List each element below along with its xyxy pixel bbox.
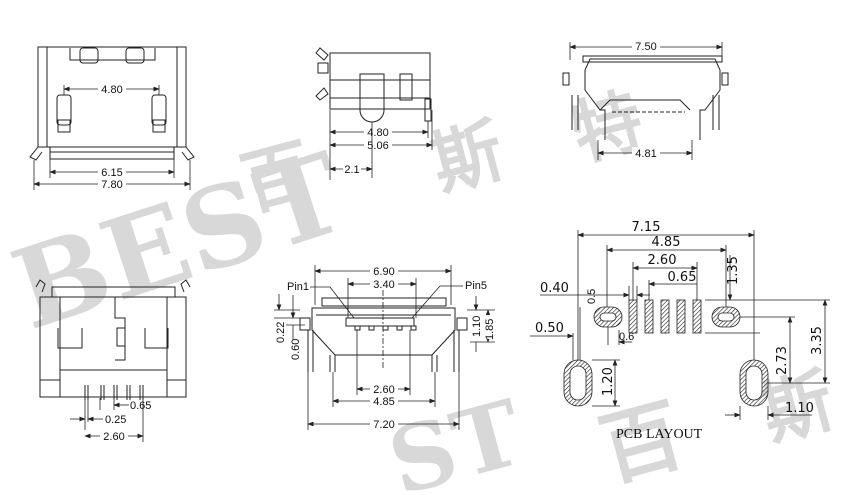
pcb-dim-overall: 7.15 xyxy=(632,220,661,235)
watermark-cjk-2: 斯 xyxy=(423,108,512,206)
pcb-dim-pad-width: 0.40 xyxy=(540,281,569,296)
pin5-label: Pin5 xyxy=(465,280,487,292)
dim-side-a: 4.80 xyxy=(367,127,388,139)
dim-side-c: 2.1 xyxy=(344,164,359,176)
dim-detail-overall-top: 6.90 xyxy=(373,266,394,278)
dim-side-b: 5.06 xyxy=(367,140,388,152)
watermark-st: ST xyxy=(378,380,533,495)
dim-front-legs: 4.81 xyxy=(635,148,656,160)
dim-inner-width: 6.15 xyxy=(101,167,122,179)
dim-bottom-pin-width: 0.25 xyxy=(105,414,126,426)
dim-detail-h1: 0.22 xyxy=(275,322,287,343)
watermark-cjk-3: 特 xyxy=(563,78,652,176)
dim-inner-pins: 4.80 xyxy=(101,84,122,96)
pcb-dim-pitch: 0.65 xyxy=(668,270,697,285)
pcb-layout-title: PCB LAYOUT xyxy=(616,427,703,442)
pcb-dim-pad-span: 2.60 xyxy=(648,253,677,268)
front-detail-view: 6.90 3.40 Pin1 Pin5 0.22 0.60 1.10 1.85 … xyxy=(274,265,496,431)
dim-front-overall: 7.50 xyxy=(635,41,656,53)
dim-detail-h2: 0.60 xyxy=(290,339,302,360)
dim-overall-width: 7.80 xyxy=(101,179,122,191)
pins xyxy=(84,385,144,400)
slots xyxy=(563,306,769,407)
pcb-dim-slot-width: 1.10 xyxy=(785,401,814,416)
pin1-label: Pin1 xyxy=(287,281,309,293)
pcb-dim-slot-span: 4.85 xyxy=(652,235,681,250)
pcb-dim-small-06: 0.6 xyxy=(619,331,634,343)
dim-bottom-span: 2.60 xyxy=(103,431,124,443)
pcb-dim-slot-offset: 0.50 xyxy=(535,321,564,336)
pcb-layout: 7.15 4.85 2.60 0.65 0.40 1.35 0.50 0.5 0… xyxy=(530,220,830,442)
top-view: 4.80 6.15 7.80 xyxy=(29,46,195,191)
front-view: 7.50 4.81 xyxy=(562,40,729,160)
pads xyxy=(628,299,702,334)
contacts xyxy=(354,325,417,331)
dim-detail-h3: 1.10 xyxy=(471,316,483,337)
side-view: 4.80 5.06 2.1 xyxy=(315,47,433,180)
pcb-dim-small-05: 0.5 xyxy=(586,289,598,304)
dim-detail-h4: 1.85 xyxy=(484,319,496,340)
dim-detail-pin-span-top: 3.40 xyxy=(373,279,394,291)
dim-bottom-pitch: 0.65 xyxy=(130,400,151,412)
pcb-dim-slot-height: 1.20 xyxy=(601,367,616,396)
dim-detail-legs: 4.85 xyxy=(373,396,394,408)
pcb-dim-v-273: 2.73 xyxy=(775,346,790,375)
pcb-dim-v-335: 3.35 xyxy=(810,326,825,355)
dim-detail-overall-bottom: 7.20 xyxy=(373,419,394,431)
dim-detail-pin-span-bottom: 2.60 xyxy=(373,384,394,396)
bottom-view: 0.65 0.25 2.60 xyxy=(35,279,191,443)
pcb-dim-h-top: 1.35 xyxy=(726,256,741,285)
